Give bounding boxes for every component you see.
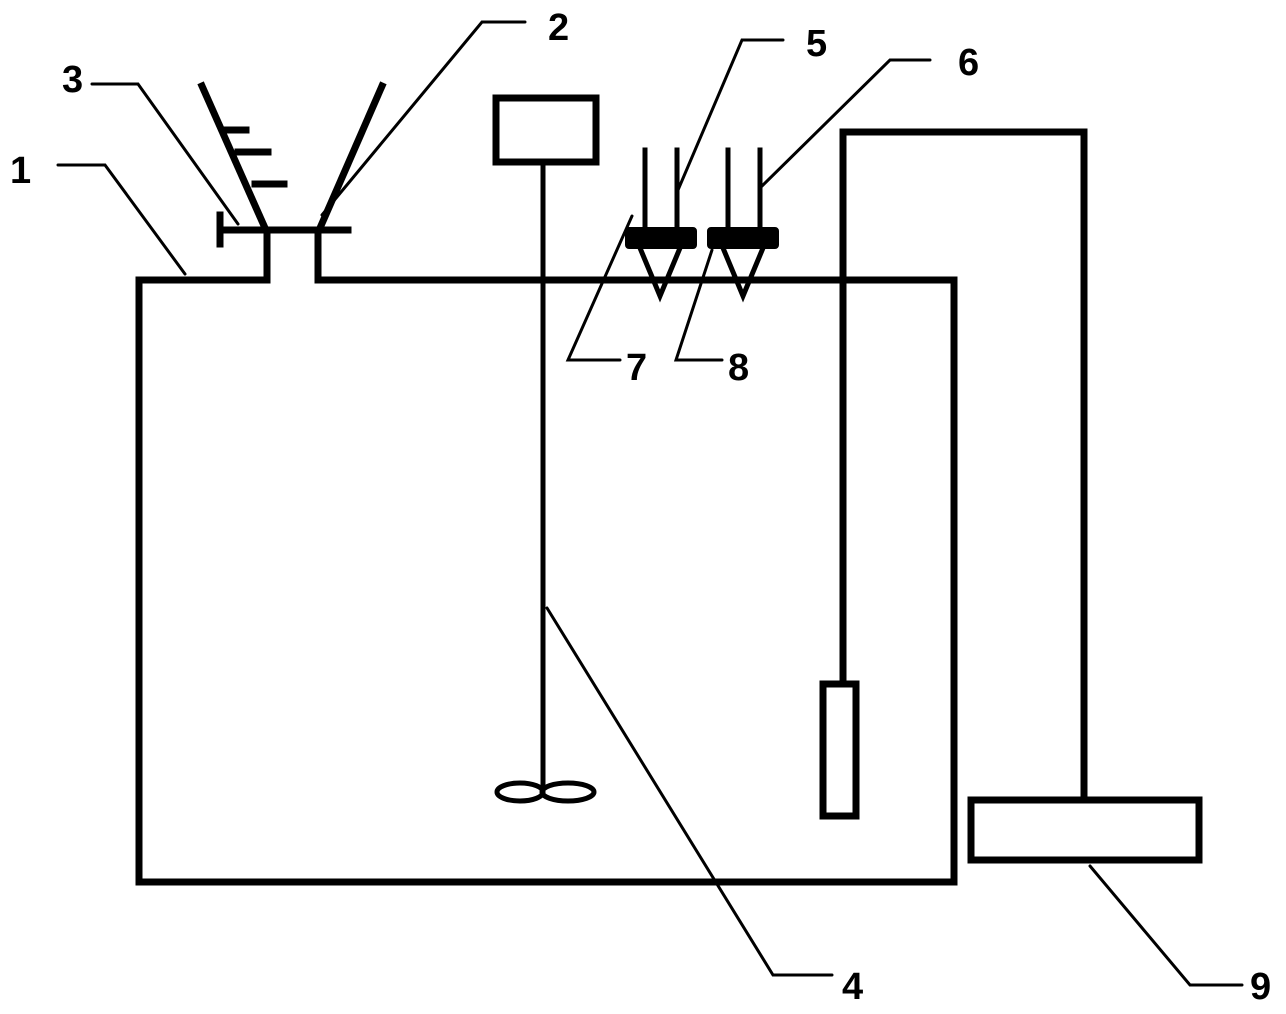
leader-7: [565, 214, 634, 362]
probe-sensor: [819, 680, 860, 820]
label-3: 3: [62, 59, 83, 101]
label-7: 7: [626, 347, 647, 389]
external-unit: [819, 128, 1203, 864]
impeller-blade-right: [539, 780, 597, 804]
leader-2: [320, 20, 527, 217]
label-1: 1: [10, 150, 31, 192]
leader-lines: [56, 20, 1244, 987]
label-2: 2: [548, 7, 569, 49]
label-8: 8: [728, 347, 749, 389]
hopper-left-wall: [197, 81, 270, 233]
leader-5: [676, 38, 785, 192]
impeller-blade-left: [494, 780, 546, 804]
leader-4: [545, 606, 834, 977]
electrode-holder-right: [707, 227, 779, 249]
inlet-assembly: [197, 81, 387, 248]
electrode-holder-left: [625, 227, 697, 249]
electrode-assembly-left: [625, 147, 697, 303]
leader-3: [90, 82, 240, 226]
leader-9: [1088, 864, 1244, 987]
leader-8: [673, 248, 724, 362]
label-5: 5: [806, 23, 827, 65]
leader-6: [758, 58, 932, 190]
probe-cable: [839, 128, 1088, 804]
tank-body: [135, 276, 958, 886]
nozzle-tip-left: [636, 244, 684, 303]
label-4: 4: [842, 966, 863, 1008]
stirrer-motor: [492, 94, 600, 166]
callout-labels: 1 2 3 4 5 6 7 8 9: [10, 7, 1271, 1008]
leader-1: [56, 163, 187, 276]
electrode-assembly-right: [707, 147, 779, 303]
nozzle-tip-right: [719, 244, 767, 303]
label-9: 9: [1250, 966, 1271, 1008]
stirrer: [492, 94, 600, 804]
label-6: 6: [958, 42, 979, 84]
tank: [135, 226, 958, 886]
control-box: [967, 796, 1203, 864]
